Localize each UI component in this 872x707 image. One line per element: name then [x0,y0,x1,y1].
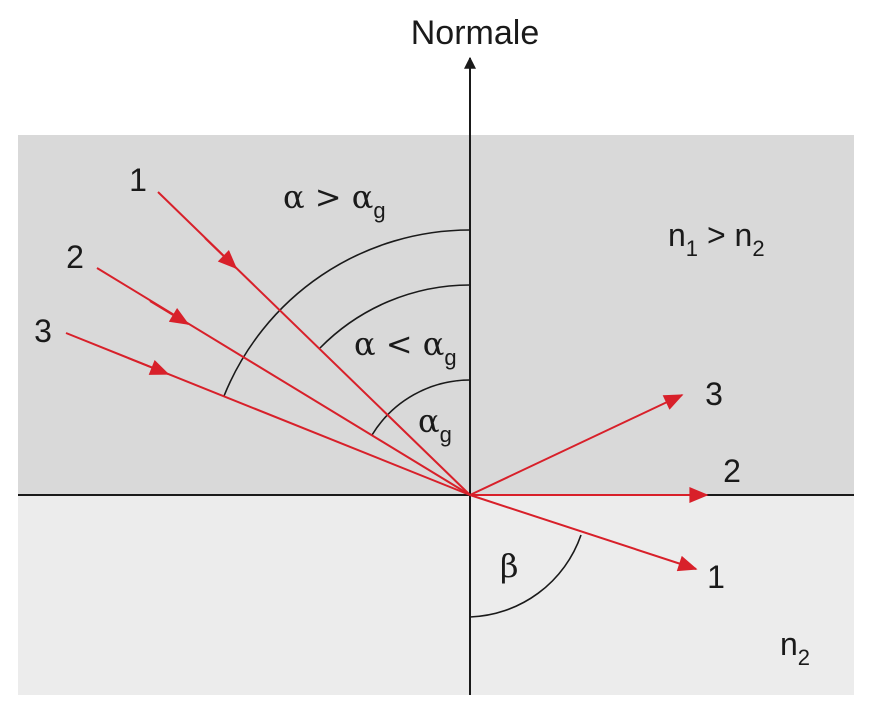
incident-ray-2-arrow [149,300,190,325]
normal-label: Normale [411,14,539,52]
outgoing-ray-label-3: 3 [705,376,723,412]
arc-alpha-g [371,379,471,436]
reflected-ray-3 [469,394,684,496]
incident-ray-label-1: 1 [129,162,147,198]
angle-label-alpha-less: α < αg [354,325,457,370]
outgoing-ray-label-1: 1 [707,559,725,595]
incident-ray-3-arrow [127,357,170,375]
medium-label-lower: n2 [780,626,810,670]
arc-alpha-less [319,284,471,349]
refracted-ray-1 [469,494,698,572]
medium-label-upper: n1 > n2 [668,217,765,261]
outgoing-ray-label-2: 2 [723,453,741,489]
angle-label-alpha-g: αg [418,402,452,447]
incident-ray-label-2: 2 [66,239,84,275]
incident-ray-1-arrow [204,237,238,270]
upper-medium [18,135,854,495]
arc-beta [469,534,582,618]
angle-label-alpha-greater: α > αg [283,178,386,223]
angle-label-beta: β [500,547,519,585]
incident-ray-label-3: 3 [34,313,52,349]
lower-medium [18,495,854,695]
